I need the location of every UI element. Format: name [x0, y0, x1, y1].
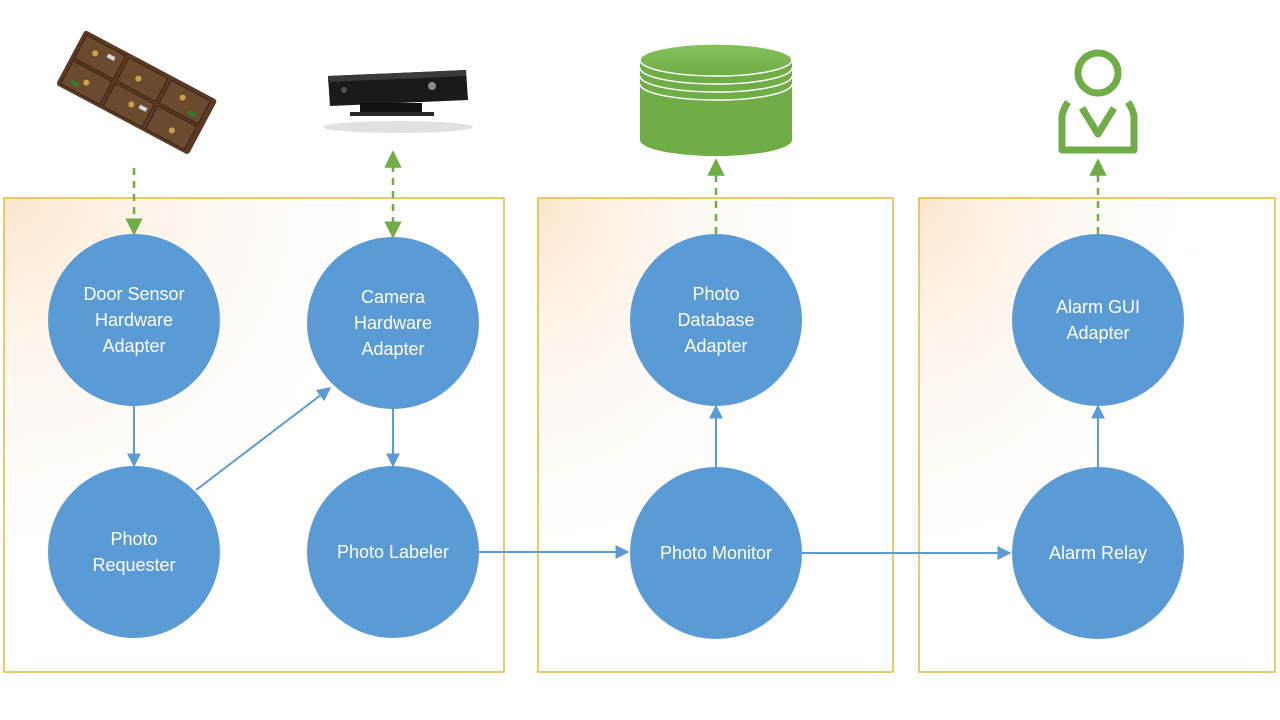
node-label: Photo [110, 529, 157, 549]
node-label: Alarm GUI [1056, 297, 1140, 317]
node-label: Adapter [684, 336, 747, 356]
node-label: Alarm Relay [1049, 543, 1147, 563]
node-label: Hardware [354, 313, 432, 333]
node-label: Photo [692, 284, 739, 304]
node-circle [307, 466, 479, 638]
user-icon [1058, 49, 1138, 154]
node-label: Camera [361, 287, 426, 307]
node-label: Photo Labeler [337, 542, 449, 562]
node-circle [1012, 234, 1184, 406]
node-photo-labeler: Photo Labeler [307, 466, 479, 638]
node-circle [307, 237, 479, 409]
node-label: Adapter [361, 339, 424, 359]
node-label: Database [677, 310, 754, 330]
node-photo-monitor: Photo Monitor [630, 467, 802, 639]
node-label: Photo Monitor [660, 543, 772, 563]
node-label: Hardware [95, 310, 173, 330]
node-circle [48, 466, 220, 638]
kinect-camera-icon [323, 70, 473, 133]
node-circle [1012, 467, 1184, 639]
node-label: Requester [92, 555, 175, 575]
node-circle [48, 234, 220, 406]
node-label: Adapter [1066, 323, 1129, 343]
edges [125, 150, 1107, 560]
node-label: Door Sensor [83, 284, 184, 304]
node-alarm-relay: Alarm Relay [1012, 467, 1184, 639]
node-alarm-gui-adapter: Alarm GUI Adapter [1012, 234, 1184, 406]
sensor-board-icon [56, 30, 217, 154]
node-label: Adapter [102, 336, 165, 356]
nodes: Door SensorHardwareAdapterCameraHardware… [48, 234, 1184, 639]
edge-photo-requester-to-camera-adapter [195, 387, 332, 491]
database-icon [639, 43, 793, 156]
node-circle [630, 234, 802, 406]
node-circle [630, 467, 802, 639]
